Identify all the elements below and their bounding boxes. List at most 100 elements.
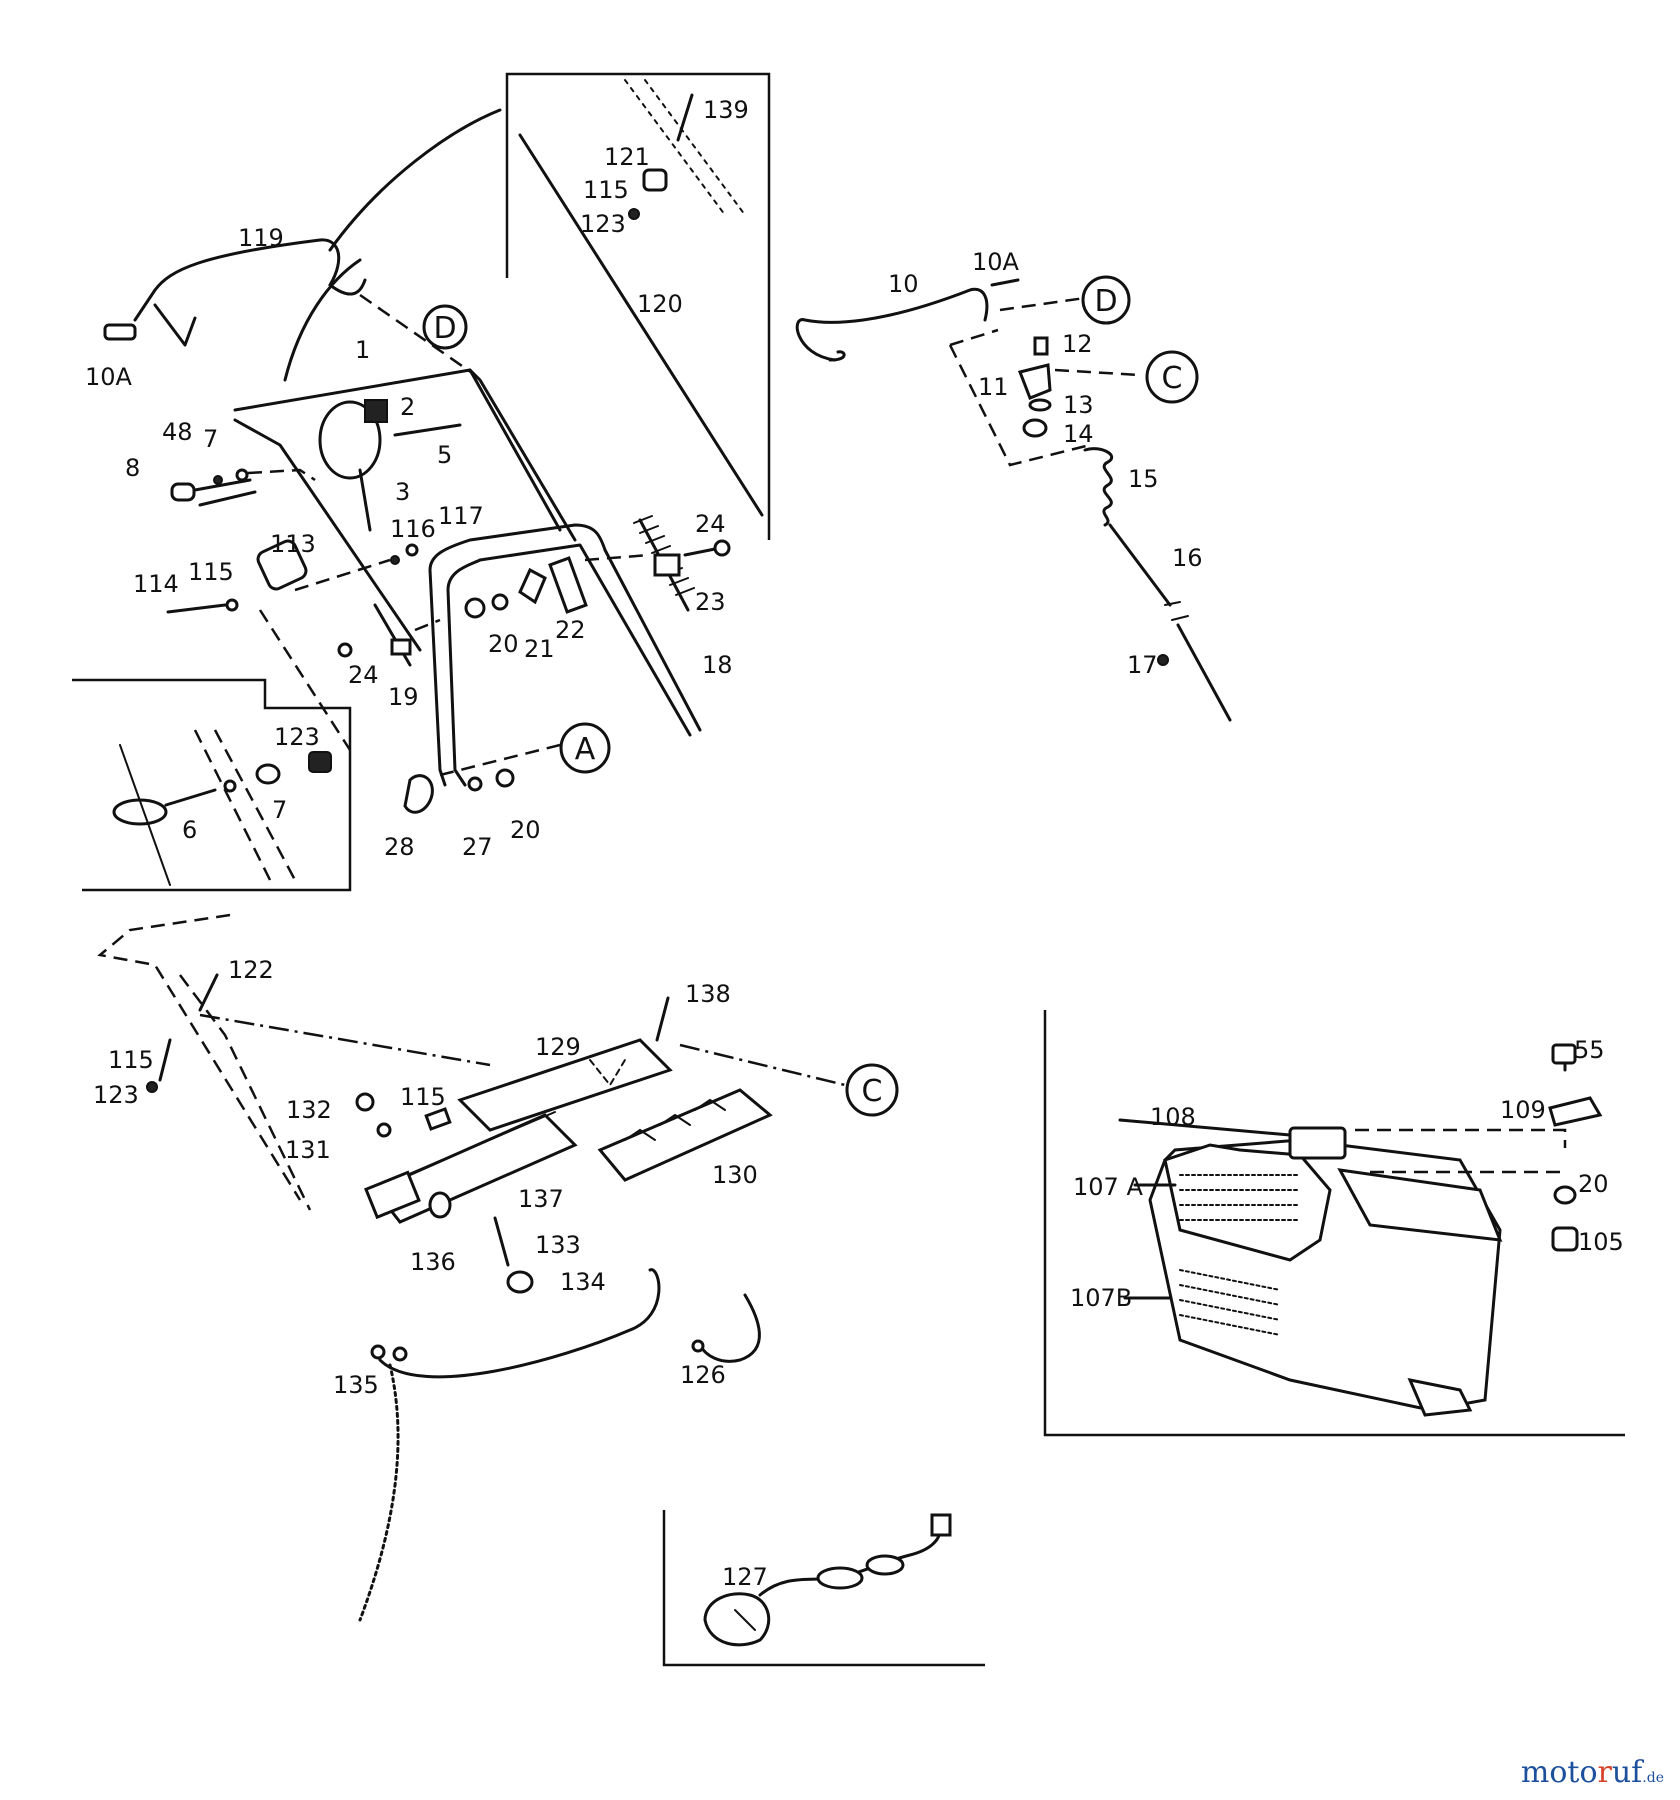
ref-circle-d-right: D	[1081, 275, 1131, 325]
clamp-121	[642, 168, 668, 192]
bracket-109	[1548, 1096, 1603, 1127]
part-label-115: 115	[583, 176, 629, 204]
nut-8	[170, 482, 196, 502]
ref-circle-outline	[845, 1063, 899, 1117]
tube-dashed	[97, 913, 302, 1201]
tube-dashed	[213, 729, 297, 881]
washer-7	[235, 468, 249, 482]
part-label-18: 18	[702, 651, 733, 679]
ref-line-c-lower	[199, 1013, 491, 1067]
part-label-137: 137	[518, 1185, 564, 1213]
washer-27	[467, 776, 483, 792]
pin-10a	[103, 323, 137, 341]
part-labels: 139 121 115 123 120 119 10A 1 2 3 5 48 7…	[85, 96, 1624, 1591]
part-label-127: 127	[722, 1563, 768, 1591]
part-label-24b: 24	[695, 510, 726, 538]
charger-127-detail	[734, 1609, 756, 1631]
part-label-28: 28	[384, 833, 415, 861]
part-label-107a: 107 A	[1073, 1173, 1143, 1201]
washer-20	[464, 597, 486, 619]
nut-14	[1022, 418, 1048, 438]
handle-1-left	[233, 418, 422, 652]
part-label-10a-right: 10A	[972, 248, 1020, 276]
part-label-135: 135	[333, 1371, 379, 1399]
charger-frame	[662, 1510, 985, 1667]
catcher-frame	[1043, 1010, 1625, 1437]
ref-circle-c-lower: C	[845, 1063, 899, 1117]
screw-139	[676, 93, 694, 142]
rod-10-end	[828, 350, 846, 362]
ref-label: A	[575, 732, 596, 767]
ring-132	[355, 1092, 375, 1112]
tube-dashed-line	[644, 79, 746, 216]
watermark-accent: r	[1597, 1755, 1612, 1790]
block-23	[653, 553, 681, 577]
switch-battery-assembly	[97, 913, 846, 1622]
tube-dashed	[193, 729, 272, 881]
part-label-55: 55	[1574, 1036, 1605, 1064]
watermark-logo: motoruf.de	[1521, 1755, 1664, 1790]
nipple-17	[1157, 654, 1169, 666]
cover-129	[457, 1038, 673, 1132]
part-label-130: 130	[712, 1161, 758, 1189]
charger-inset	[662, 1510, 985, 1667]
lower-handle-assembly	[403, 515, 731, 814]
lever-knob-2	[364, 399, 388, 423]
part-label-107b: 107B	[1070, 1284, 1132, 1312]
part-label-3: 3	[395, 478, 410, 506]
charger-127	[703, 1592, 771, 1647]
part-label-115c: 115	[108, 1046, 154, 1074]
terminal-135a	[370, 1344, 386, 1360]
washer-131	[376, 1122, 392, 1138]
part-label-7: 7	[203, 425, 218, 453]
part-label-10a: 10A	[85, 363, 133, 391]
ref-circle-d-left: D	[422, 304, 468, 350]
eyebolt-6	[112, 798, 168, 826]
pin-12	[1033, 336, 1049, 356]
part-label-131: 131	[285, 1136, 331, 1164]
watermark-rest: uf	[1611, 1755, 1643, 1790]
bracket-113	[256, 539, 308, 591]
knob-28	[403, 774, 434, 814]
cable-135	[378, 1268, 661, 1379]
inset-frame	[505, 72, 771, 540]
part-label-16: 16	[1172, 544, 1203, 572]
ref-line-d-right	[999, 296, 1086, 312]
washer-48	[213, 475, 223, 485]
part-label-139: 139	[703, 96, 749, 124]
catcher-handle-108	[1288, 1126, 1347, 1160]
part-label-2: 2	[400, 393, 415, 421]
part-label-15: 15	[1128, 465, 1159, 493]
part-label-132: 132	[286, 1096, 332, 1124]
part-label-117: 117	[438, 502, 484, 530]
part-label-11: 11	[978, 373, 1009, 401]
part-label-136: 136	[410, 1248, 456, 1276]
nut-123b	[308, 751, 332, 773]
part-label-27: 27	[462, 833, 493, 861]
part-label-123c: 123	[93, 1081, 139, 1109]
leader-108	[1118, 1118, 1292, 1137]
rod-10	[795, 287, 989, 362]
grass-catcher-inset	[1043, 1010, 1625, 1437]
washer-20c	[1553, 1185, 1577, 1205]
part-label-8: 8	[125, 454, 140, 482]
watermark-prefix: moto	[1520, 1755, 1598, 1790]
screw-122	[198, 973, 219, 1012]
handle-18	[428, 523, 702, 787]
main-handle-assembly	[166, 293, 577, 751]
connector-dash-3	[414, 618, 441, 632]
tube-line	[119, 744, 171, 886]
eyebolt-6-shank	[164, 788, 217, 807]
cam-22	[518, 567, 547, 605]
nut-123c	[146, 1081, 158, 1093]
nut-123	[628, 208, 640, 220]
cable-break	[1164, 601, 1189, 621]
cable-126	[698, 1293, 761, 1363]
ref-line-109	[1355, 1128, 1567, 1148]
part-label-108: 108	[1150, 1103, 1196, 1131]
washer-13	[1028, 398, 1052, 412]
part-label-138: 138	[685, 980, 731, 1008]
ref-label: C	[1162, 361, 1183, 396]
part-label-105: 105	[1578, 1228, 1624, 1256]
